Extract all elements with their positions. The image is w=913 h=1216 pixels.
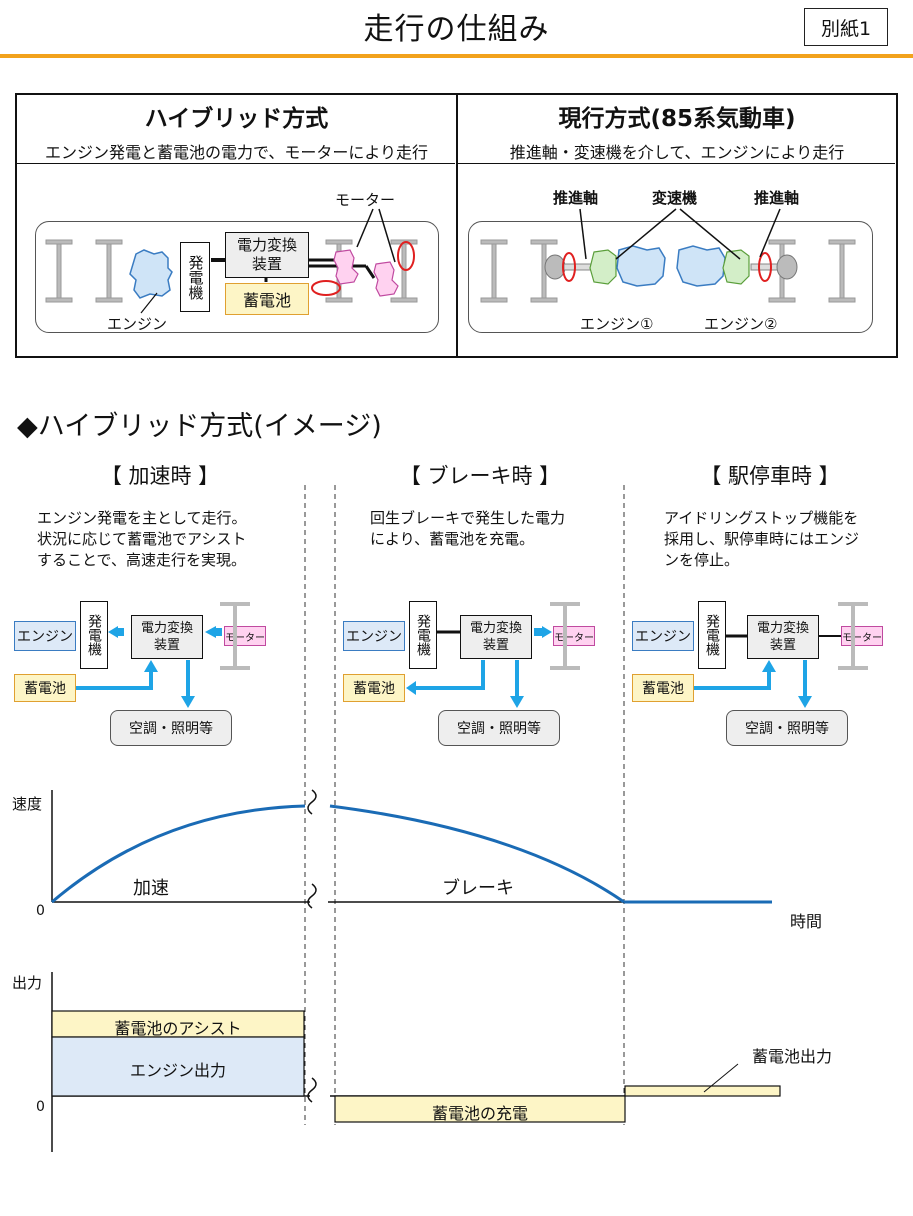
accel-engine-label: エンジン — [17, 629, 73, 645]
output-origin: 0 — [36, 1099, 45, 1115]
hybrid-panel: ハイブリッド方式 エンジン発電と蓄電池の電力で、モーターにより走行 — [15, 93, 458, 358]
stop-battery-label: 蓄電池 — [642, 681, 684, 697]
speed-brake-label: ブレーキ — [442, 878, 514, 899]
accel-motor-label: モーター — [225, 632, 265, 644]
engine-shape — [129, 249, 173, 299]
output-battery-assist-label: 蓄電池のアシスト — [114, 1019, 242, 1038]
speed-chart — [51, 789, 772, 909]
hybrid-divider — [17, 163, 455, 164]
accel-converter-line1: 電力変換 — [140, 621, 193, 636]
stop-engine-box: エンジン — [632, 621, 694, 651]
stop-converter-line1: 電力変換 — [756, 621, 809, 636]
brake-converter-line1: 電力変換 — [469, 621, 522, 636]
hybrid-battery-label: 蓄電池 — [242, 291, 291, 310]
hybrid-engine-label: エンジン — [107, 315, 168, 333]
speed-ylabel: 速度 — [12, 795, 43, 813]
output-engine-label: エンジン出力 — [129, 1061, 226, 1080]
hybrid-subtitle: エンジン発電と蓄電池の電力で、モーターにより走行 — [44, 143, 429, 162]
current-engine2-label: エンジン② — [704, 315, 778, 333]
stop-engine-label: エンジン — [635, 629, 691, 645]
phase-title-stop: 【 駅停車時 】 — [700, 464, 840, 488]
phase-title-accel: 【 加速時 】 — [100, 464, 220, 488]
brake-battery-label: 蓄電池 — [353, 681, 395, 697]
hybrid-generator-label: 発電機 — [186, 254, 205, 300]
brake-aux-box: 空調・照明等 — [438, 710, 560, 746]
speed-xlabel: 時間 — [790, 912, 823, 931]
hybrid-motor-label: モーター — [335, 191, 396, 209]
output-battery-output-label: 蓄電池出力 — [752, 1047, 833, 1066]
current-panel: 現行方式(85系気動車) 推進軸・変速機を介して、エンジンにより走行 推進軸 変… — [456, 93, 898, 358]
brake-engine-box: エンジン — [343, 621, 405, 651]
brake-generator-label: 発電機 — [415, 614, 431, 656]
section-heading: ◆ハイブリッド方式(イメージ) — [17, 411, 382, 442]
accel-engine-box: エンジン — [14, 621, 76, 651]
brake-engine-label: エンジン — [346, 629, 402, 645]
hybrid-car-diagram — [35, 221, 439, 333]
current-engine1-label: エンジン① — [580, 315, 654, 333]
phase-desc-stop: アイドリングストップ機能を 採用し、駅停車時にはエンジ ンを停止。 — [664, 508, 904, 571]
accel-generator-label: 発電機 — [86, 614, 102, 656]
hybrid-generator-box: 発電機 — [180, 242, 210, 312]
phase-desc-accel: エンジン発電を主として走行。 状況に応じて蓄電池でアシスト することで、高速走行… — [37, 508, 299, 571]
hybrid-converter-line2: 装置 — [251, 255, 282, 273]
stop-arrows — [694, 602, 868, 708]
accel-aux-label: 空調・照明等 — [129, 721, 213, 737]
phase-title-brake: 【 ブレーキ時 】 — [399, 464, 561, 488]
hybrid-converter-line1: 電力変換 — [236, 236, 297, 254]
current-shaft-left-label: 推進軸 — [553, 189, 599, 207]
current-car-diagram — [468, 221, 873, 333]
accel-converter-box: 電力変換装置 — [131, 615, 203, 659]
brake-converter-line2: 装置 — [482, 638, 509, 653]
phase-desc-accel-line: することで、高速走行を実現。 — [37, 551, 246, 569]
current-divider — [458, 163, 895, 164]
output-chart — [51, 972, 781, 1152]
phase-desc-stop-line: アイドリングストップ機能を — [664, 509, 859, 527]
accel-aux-box: 空調・照明等 — [110, 710, 232, 746]
phase-desc-brake: 回生ブレーキで発生した電力 により、蓄電池を充電。 — [370, 508, 620, 550]
brake-battery-box: 蓄電池 — [343, 674, 405, 702]
stop-battery-box: 蓄電池 — [632, 674, 694, 702]
phase-desc-stop-line: ンを停止。 — [664, 551, 740, 569]
speed-origin: 0 — [36, 903, 45, 919]
stop-generator-label: 発電機 — [704, 614, 720, 656]
accel-converter-line2: 装置 — [153, 638, 180, 653]
brake-generator-box: 発電機 — [409, 601, 437, 669]
stop-motor-label: モーター — [842, 632, 882, 644]
phase-desc-accel-line: 状況に応じて蓄電池でアシスト — [37, 530, 247, 548]
stop-aux-box: 空調・照明等 — [726, 710, 848, 746]
hybrid-battery-box: 蓄電池 — [225, 283, 309, 315]
current-shaft-right-label: 推進軸 — [754, 189, 800, 207]
current-transmission-label: 変速機 — [652, 189, 698, 207]
stop-aux-label: 空調・照明等 — [745, 721, 829, 737]
output-ylabel: 出力 — [12, 974, 43, 992]
output-battery-charge-label: 蓄電池の充電 — [431, 1104, 528, 1123]
title-underline — [0, 54, 913, 58]
phase-desc-brake-line: により、蓄電池を充電。 — [370, 530, 535, 548]
accel-generator-box: 発電機 — [80, 601, 108, 669]
phase-separators — [304, 485, 625, 1125]
annex-label: 別紙1 — [804, 8, 888, 46]
phase-desc-stop-line: 採用し、駅停車時にはエンジ — [664, 530, 860, 548]
accel-battery-label: 蓄電池 — [24, 681, 66, 697]
brake-converter-box: 電力変換装置 — [460, 615, 532, 659]
current-title: 現行方式(85系気動車) — [558, 106, 796, 132]
brake-aux-label: 空調・照明等 — [457, 721, 541, 737]
hybrid-title: ハイブリッド方式 — [144, 106, 329, 132]
speed-accel-label: 加速 — [133, 878, 169, 899]
phase-desc-brake-line: 回生ブレーキで発生した電力 — [370, 509, 566, 527]
stop-converter-box: 電力変換装置 — [747, 615, 819, 659]
current-subtitle: 推進軸・変速機を介して、エンジンにより走行 — [509, 143, 845, 162]
brake-arrows — [406, 602, 580, 708]
phase-desc-accel-line: エンジン発電を主として走行。 — [37, 509, 247, 527]
accel-arrows — [76, 602, 250, 708]
stop-generator-box: 発電機 — [698, 601, 726, 669]
accel-battery-box: 蓄電池 — [14, 674, 76, 702]
hybrid-converter-box: 電力変換 装置 — [225, 232, 309, 278]
stop-converter-line2: 装置 — [769, 638, 796, 653]
brake-motor-label: モーター — [554, 632, 594, 644]
page-title: 走行の仕組み — [363, 12, 550, 47]
